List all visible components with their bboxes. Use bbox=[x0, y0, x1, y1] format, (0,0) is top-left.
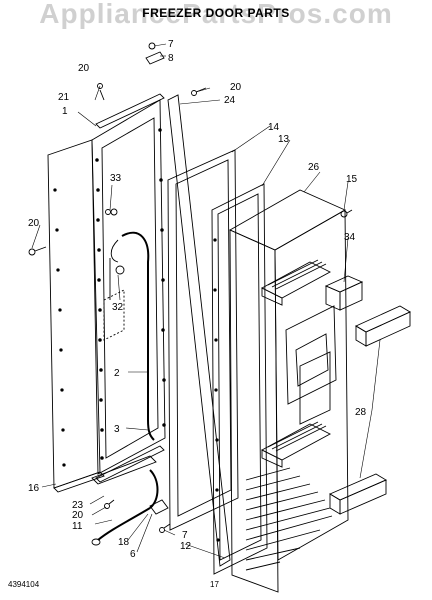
callout-20-top-left: 20 bbox=[78, 63, 90, 74]
door-shelf-lower bbox=[329, 473, 387, 515]
callout-34: 34 bbox=[344, 232, 356, 243]
callout-26: 26 bbox=[308, 162, 320, 173]
callout-23: 23 bbox=[72, 500, 84, 511]
top-hinge-hardware bbox=[97, 42, 207, 101]
callout-1: 1 bbox=[62, 106, 68, 117]
page-number: 17 bbox=[210, 580, 219, 589]
breaker-strip bbox=[211, 183, 268, 575]
diagram-title: FREEZER DOOR PARTS bbox=[142, 6, 290, 20]
watermark: AppliancePartsPros.com bbox=[39, 0, 393, 29]
callout-7-top: 7 bbox=[168, 39, 174, 50]
callout-13: 13 bbox=[278, 134, 290, 145]
part-number: 4394104 bbox=[8, 580, 40, 589]
callout-11: 11 bbox=[72, 521, 83, 532]
callout-14: 14 bbox=[268, 122, 280, 133]
callout-8: 8 bbox=[168, 53, 174, 64]
bottom-hinge-hardware bbox=[91, 455, 169, 546]
callout-20-bottom: 20 bbox=[72, 510, 84, 521]
callout-7-bottom: 7 bbox=[182, 530, 188, 541]
outer-door-panel bbox=[47, 139, 105, 493]
callout-18: 18 bbox=[118, 537, 130, 548]
door-gasket-strip bbox=[167, 94, 231, 567]
callout-20-top-right: 20 bbox=[230, 82, 242, 93]
door-shelf-upper bbox=[355, 305, 411, 347]
callout-33: 33 bbox=[110, 173, 122, 184]
heater-harness bbox=[103, 208, 155, 441]
callout-labels: 7 8 20 20 24 21 1 14 13 26 15 33 20 34 3… bbox=[28, 39, 367, 560]
callout-21: 21 bbox=[58, 92, 70, 103]
fasteners bbox=[28, 209, 353, 533]
callout-3: 3 bbox=[114, 424, 120, 435]
callout-12: 12 bbox=[180, 541, 192, 552]
dispenser-chute bbox=[324, 275, 364, 311]
callout-32: 32 bbox=[112, 302, 124, 313]
door-frame bbox=[91, 93, 166, 483]
inner-door-liner bbox=[229, 189, 349, 593]
callout-16: 16 bbox=[28, 483, 40, 494]
leader-lines bbox=[31, 43, 381, 559]
callout-20-left: 20 bbox=[28, 218, 40, 229]
callout-24: 24 bbox=[224, 95, 236, 106]
door-gasket bbox=[167, 149, 239, 531]
callout-15: 15 bbox=[346, 174, 358, 185]
callout-28: 28 bbox=[355, 407, 367, 418]
callout-6: 6 bbox=[130, 549, 136, 560]
callout-2: 2 bbox=[114, 368, 120, 379]
